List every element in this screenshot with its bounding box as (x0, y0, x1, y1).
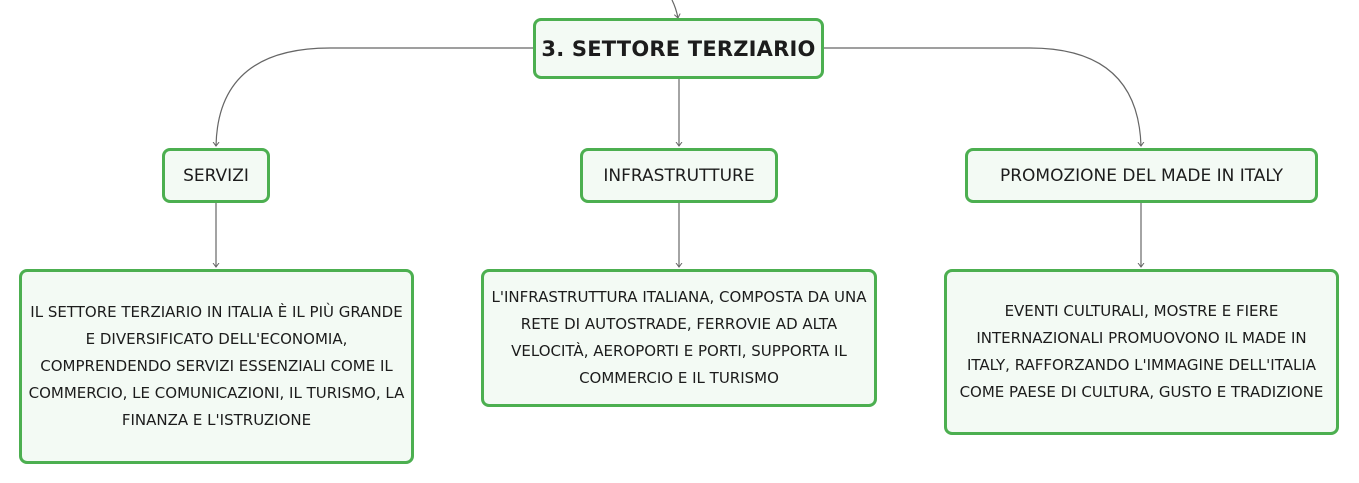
description-infrastrutture[interactable]: L'INFRASTRUTTURA ITALIANA, COMPOSTA DA U… (481, 269, 877, 407)
connector-root-promozione (824, 47, 1141, 146)
description-text: EVENTI CULTURALI, MOSTRE E FIERE INTERNA… (959, 302, 1324, 401)
description-text: IL SETTORE TERZIARIO IN ITALIA È IL PIÙ … (28, 303, 405, 429)
node-label: INFRASTRUTTURE (603, 165, 755, 186)
incoming-connector (671, 0, 678, 18)
node-label: PROMOZIONE DEL MADE IN ITALY (999, 165, 1284, 186)
root-label: 3. SETTORE TERZIARIO (541, 36, 816, 61)
description-promozione-made-in-italy[interactable]: EVENTI CULTURALI, MOSTRE E FIERE INTERNA… (944, 269, 1339, 435)
node-servizi[interactable]: SERVIZI (162, 148, 270, 203)
node-label: SERVIZI (183, 165, 249, 186)
description-text: L'INFRASTRUTTURA ITALIANA, COMPOSTA DA U… (491, 288, 867, 387)
root-node[interactable]: 3. SETTORE TERZIARIO (533, 18, 824, 79)
node-promozione-made-in-italy[interactable]: PROMOZIONE DEL MADE IN ITALY (965, 148, 1318, 203)
connector-root-servizi (216, 47, 533, 146)
description-servizi[interactable]: IL SETTORE TERZIARIO IN ITALIA È IL PIÙ … (19, 269, 414, 464)
node-infrastrutture[interactable]: INFRASTRUTTURE (580, 148, 778, 203)
